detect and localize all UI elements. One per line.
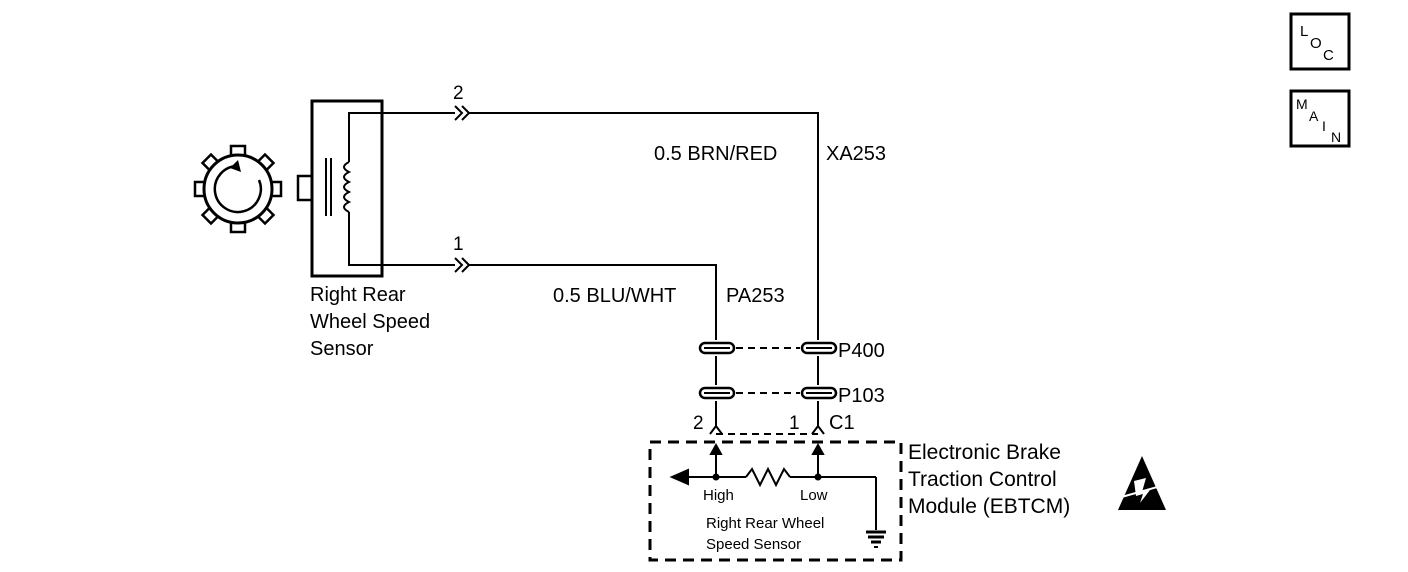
connector-p400-label: P400: [838, 340, 885, 362]
module-connector-c1: [709, 424, 825, 435]
module-label-line-2: Traction Control: [908, 468, 1057, 491]
esd-warning-icon: [1117, 456, 1169, 510]
tone-wheel-icon: [193, 144, 283, 234]
high-label: High: [703, 487, 734, 504]
loc-button[interactable]: L O C: [1289, 12, 1351, 71]
svg-text:O: O: [1310, 35, 1322, 52]
svg-text:I: I: [1322, 118, 1326, 134]
wire-xa253: [469, 112, 819, 426]
upper-circuit-number: XA253: [826, 143, 886, 165]
lower-wire-color: 0.5 BLU/WHT: [553, 285, 676, 307]
lower-circuit-number: PA253: [726, 285, 785, 307]
sensor-label-line-2: Wheel Speed: [310, 311, 430, 333]
module-label-line-1: Electronic Brake: [908, 441, 1061, 464]
sensor-pin-1: 1: [453, 234, 464, 255]
ground-icon: [866, 530, 886, 548]
connector-c1-label: C1: [829, 412, 855, 434]
svg-text:A: A: [1309, 108, 1319, 124]
upper-wire-color: 0.5 BRN/RED: [654, 143, 777, 165]
inline-connector-p103: [698, 386, 838, 400]
internal-label-line-1: Right Rear Wheel: [706, 515, 824, 532]
connector-p103-label: P103: [838, 385, 885, 407]
sensor-connector-icon: [454, 105, 471, 273]
internal-label-line-2: Speed Sensor: [706, 536, 801, 553]
wheel-speed-sensor: [296, 99, 455, 278]
inline-connector-p400: [698, 341, 838, 355]
module-pin-2: 2: [693, 413, 704, 434]
sensor-label-line-3: Sensor: [310, 338, 374, 360]
wire-pa253: [469, 264, 717, 426]
main-nav-icon: M: [1296, 96, 1308, 112]
sensor-pin-2: 2: [453, 83, 464, 104]
module-internal-circuit: [669, 442, 877, 530]
low-label: Low: [800, 487, 828, 504]
svg-text:N: N: [1331, 129, 1341, 145]
svg-text:C: C: [1323, 47, 1334, 64]
module-pin-1: 1: [789, 413, 800, 434]
resistor-icon: [745, 466, 791, 488]
loc-nav-icon: L: [1300, 23, 1308, 40]
sensor-label-line-1: Right Rear: [310, 284, 406, 306]
module-label-line-3: Module (EBTCM): [908, 495, 1070, 518]
module-boundary: [648, 440, 903, 562]
main-button[interactable]: M A I N: [1289, 89, 1351, 148]
